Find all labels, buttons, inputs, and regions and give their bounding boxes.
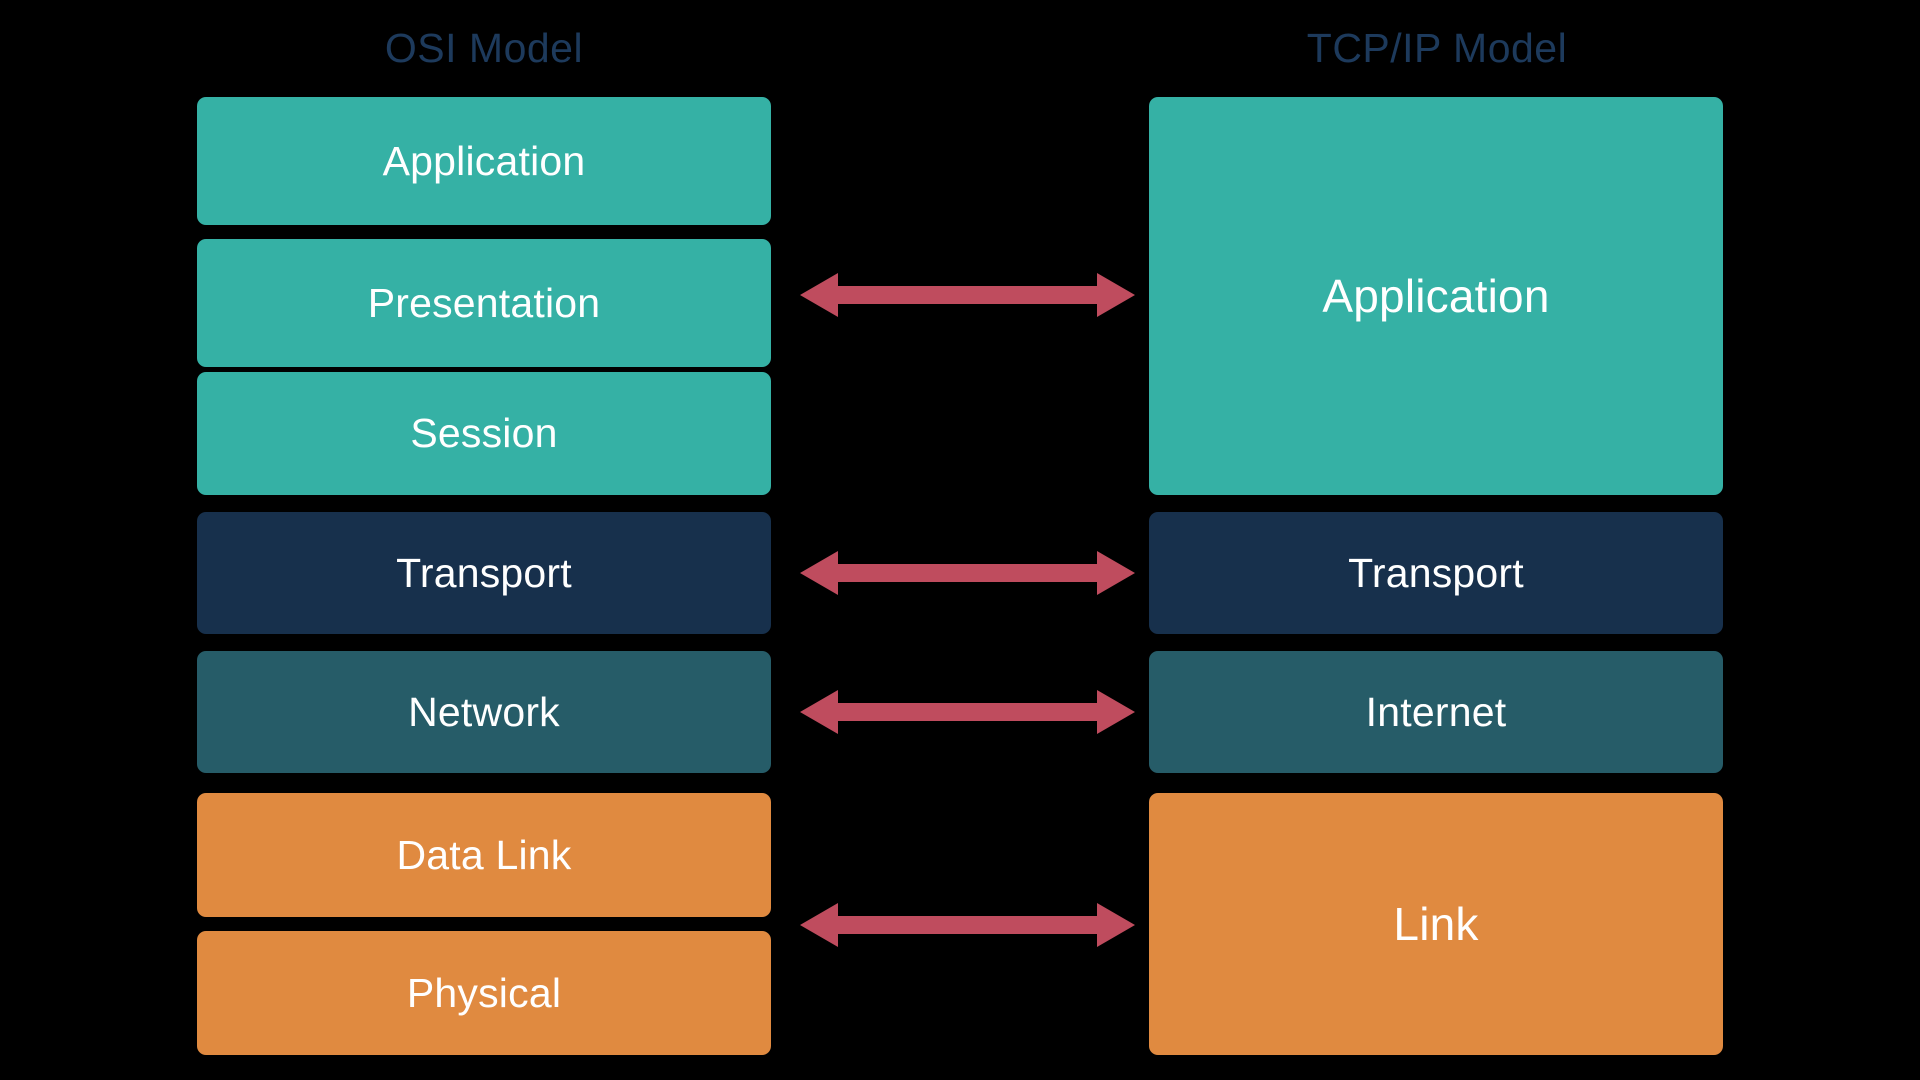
osi-layer-session[interactable]: Session [197,372,771,495]
double-arrow-icon [800,551,1135,595]
osi-layer-presentation[interactable]: Presentation [197,239,771,367]
tcpip-layer-internet[interactable]: Internet [1149,651,1723,773]
arrow-transport-mapping [800,544,1135,602]
double-arrow-icon [800,903,1135,947]
osi-column-title: OSI Model [384,25,584,71]
osi-layer-data-link[interactable]: Data Link [197,793,771,917]
tcpip-layer-link[interactable]: Link [1149,793,1723,1055]
tcpip-column-title: TCP/IP Model [1306,25,1568,71]
double-arrow-icon [800,273,1135,317]
arrow-network-internet-mapping [800,683,1135,741]
arrow-application-mapping [800,266,1135,324]
osi-layer-application[interactable]: Application [197,97,771,225]
osi-layer-transport[interactable]: Transport [197,512,771,634]
osi-layer-physical[interactable]: Physical [197,931,771,1055]
osi-layer-network[interactable]: Network [197,651,771,773]
arrow-link-mapping [800,896,1135,954]
tcpip-layer-application[interactable]: Application [1149,97,1723,495]
tcpip-layer-transport[interactable]: Transport [1149,512,1723,634]
double-arrow-icon [800,690,1135,734]
